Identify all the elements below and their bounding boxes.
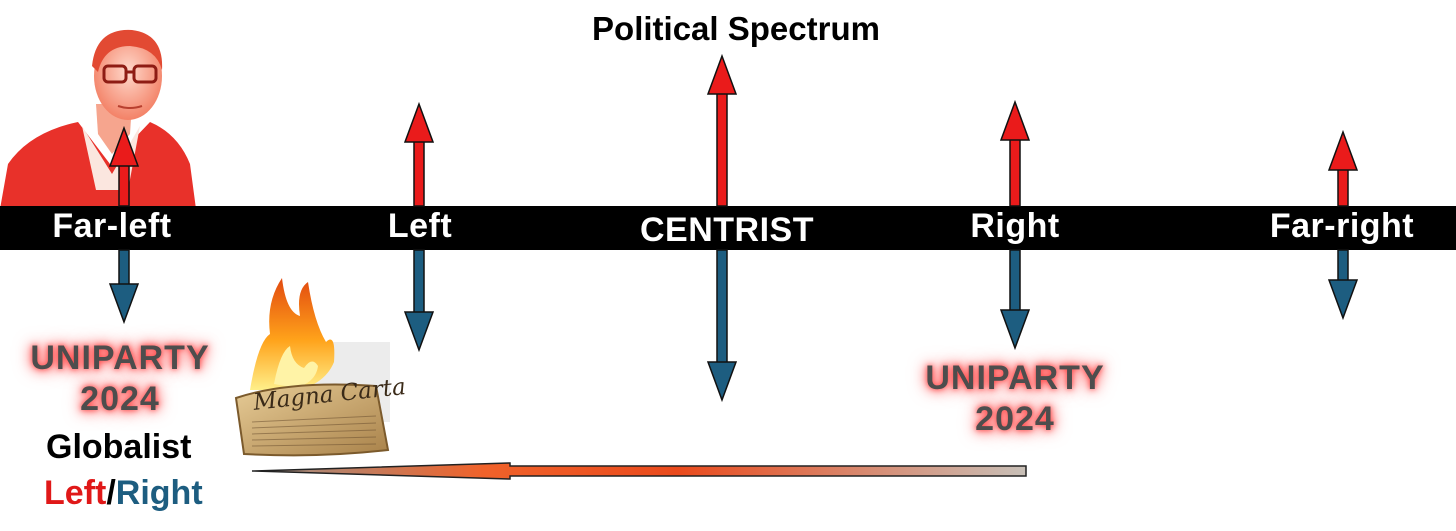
- up-arrow-centrist: [706, 53, 738, 207]
- up-arrow-far-left: [108, 125, 140, 207]
- right-word: Right: [115, 474, 203, 512]
- left-right-label: Left/Right: [44, 474, 203, 513]
- down-arrow-left: [403, 249, 435, 353]
- down-arrow-far-left: [108, 249, 140, 325]
- position-label-left: Left: [387, 207, 453, 245]
- down-arrow-far-right: [1327, 249, 1359, 321]
- left-word: Left: [44, 474, 107, 512]
- down-arrow-centrist: [706, 249, 738, 403]
- uniparty-line1: UNIPARTY: [925, 359, 1105, 397]
- down-arrow-right: [999, 249, 1031, 351]
- uniparty-line1: UNIPARTY: [30, 339, 210, 377]
- diagram-title: Political Spectrum: [592, 10, 880, 47]
- uniparty-label-left: UNIPARTY 2024: [20, 338, 220, 420]
- up-arrow-right: [999, 99, 1031, 207]
- slash: /: [106, 474, 116, 512]
- position-label-far-left: Far-left: [52, 207, 172, 245]
- uniparty-line2: 2024: [80, 380, 160, 418]
- up-arrow-far-right: [1327, 129, 1359, 207]
- position-label-right: Right: [970, 207, 1060, 245]
- uniparty-label-right: UNIPARTY 2024: [915, 358, 1115, 440]
- up-arrow-left: [403, 101, 435, 207]
- spectrum-axis-bar: [0, 206, 1456, 250]
- globalist-label: Globalist: [46, 428, 192, 466]
- uniparty-line2: 2024: [975, 400, 1055, 438]
- burning-magna-carta-image: [234, 278, 390, 457]
- position-label-centrist: CENTRIST: [640, 211, 814, 249]
- position-label-far-right: Far-right: [1269, 207, 1415, 245]
